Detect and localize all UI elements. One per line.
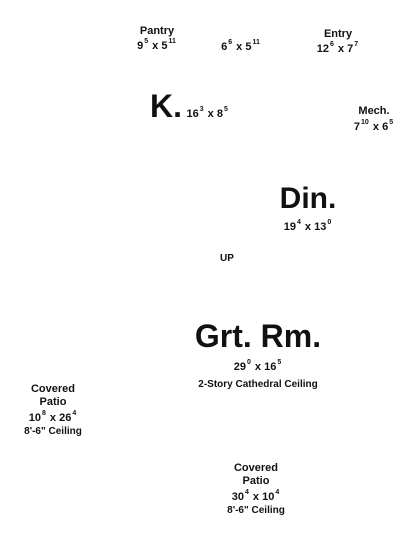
room-label-line-2: Patio (39, 396, 67, 408)
ceiling-note: 2-Story Cathedral Ceiling (198, 379, 318, 390)
room-label-line-1: Covered (233, 462, 279, 474)
room-dimensions: 66 x 511 (221, 38, 260, 53)
room-label: Pantry (139, 25, 175, 37)
room-closet: 66 x 511 (218, 38, 264, 54)
room-label: K. (150, 88, 182, 124)
room-mech: Mech. 710 x 65 (352, 106, 396, 133)
room-label-line-1: Covered (30, 383, 76, 395)
room-dimensions: 108 x 264 (28, 409, 77, 424)
room-label: Mech. (358, 105, 390, 117)
room-dimensions: 95 x 511 (137, 37, 176, 52)
room-label: Entry (323, 28, 353, 40)
room-covered-patio-left: Covered Patio 108 x 264 8'-6" Ceiling (18, 384, 88, 437)
room-pantry: Pantry 95 x 511 (136, 26, 178, 53)
room-entry: Entry 126 x 77 (312, 29, 364, 56)
room-label-line-2: Patio (242, 475, 270, 487)
room-dining: Din. 194 x 130 (270, 184, 346, 233)
room-dimensions: 290 x 165 (233, 358, 282, 373)
room-label: Din. (279, 182, 337, 215)
room-great-room: Grt. Rm. 290 x 165 2-Story Cathedral Cei… (170, 320, 346, 390)
stair-direction: UP (220, 253, 234, 264)
stair-up-label: UP (212, 254, 242, 264)
ceiling-note: 8'-6" Ceiling (24, 426, 82, 437)
ceiling-note: 8'-6" Ceiling (227, 505, 285, 516)
room-covered-patio-bottom: Covered Patio 304 x 104 8'-6" Ceiling (216, 463, 296, 516)
room-dimensions: 163 x 85 (186, 105, 228, 120)
room-label: Grt. Rm. (194, 318, 322, 354)
room-kitchen: K. 163 x 85 (150, 90, 240, 122)
room-dimensions: 710 x 65 (353, 118, 394, 133)
room-dimensions: 304 x 104 (231, 488, 280, 503)
room-dimensions: 126 x 77 (316, 40, 359, 55)
room-dimensions: 194 x 130 (283, 218, 332, 233)
